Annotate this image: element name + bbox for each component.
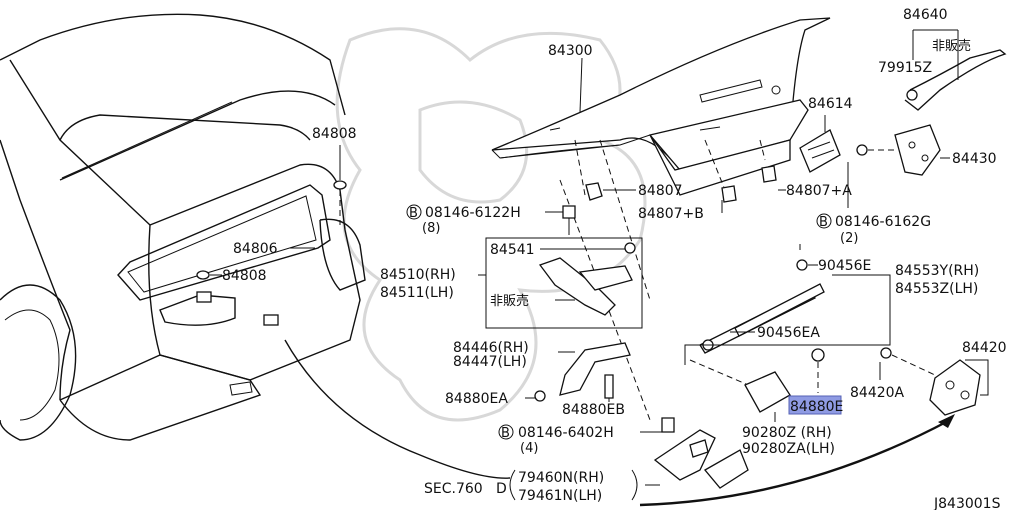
car-body-drawing	[0, 13, 366, 441]
grommet-84808-lower	[196, 270, 210, 280]
label-84430: 84430	[952, 151, 997, 167]
bracket-90280z	[744, 371, 791, 413]
label-84420: 84420	[962, 340, 1007, 356]
label-08146-6402h-qty: (4)	[520, 441, 538, 456]
label-84510: 84510(RH)	[380, 267, 456, 283]
label-84447: 84447(LH)	[453, 354, 527, 370]
label-08146-6122h: 08146-6122H	[425, 205, 521, 221]
label-84880eb: 84880EB	[562, 402, 625, 418]
drawing-code: J843001S	[933, 496, 1001, 510]
label-79460n: 79460N(RH)	[518, 470, 604, 486]
label-84808-lower: 84808	[222, 268, 267, 284]
bolt-prefix-6162g: B	[819, 215, 828, 230]
bolt-84420a	[880, 347, 892, 359]
rod-84640	[904, 49, 1007, 111]
latch-84430	[894, 124, 941, 176]
bumper-84807	[585, 182, 603, 201]
bolt-6122h	[562, 205, 576, 219]
label-84808-upper: 84808	[312, 126, 357, 142]
arrow-car-to-sec	[284, 339, 511, 479]
label-84640: 84640	[903, 7, 948, 23]
label-84300: 84300	[548, 43, 593, 59]
part-84614	[799, 129, 841, 173]
bumper-84807a	[761, 165, 777, 183]
label-84511: 84511(LH)	[380, 285, 454, 301]
label-84553z: 84553Z(LH)	[895, 281, 978, 297]
bolt-prefix-6122h: B	[409, 206, 418, 221]
label-08146-6122h-qty: (8)	[422, 221, 440, 236]
label-sec-760: SEC.760	[424, 481, 483, 497]
bumper-84807b	[721, 185, 737, 203]
label-84420a: 84420A	[850, 385, 905, 401]
label-90456e: 90456E	[818, 258, 871, 274]
label-79915z: 79915Z	[878, 60, 932, 76]
bolt-6402h	[661, 417, 675, 433]
label-84614: 84614	[808, 96, 853, 112]
label-90280z: 90280Z (RH)	[742, 425, 832, 441]
label-84807b: 84807+B	[638, 206, 704, 222]
label-84880e: 84880E	[790, 399, 843, 415]
label-84553y: 84553Y(RH)	[895, 263, 979, 279]
bracket-84446	[559, 342, 631, 396]
clip-84880eb	[604, 374, 614, 399]
bracket-79460n	[653, 429, 716, 481]
label-84541: 84541	[490, 242, 535, 258]
hinge-box	[485, 237, 643, 329]
label-not-sold-top: 非販売	[932, 38, 971, 54]
bolt-prefix-6402h: B	[501, 426, 510, 441]
label-79461n: 79461N(LH)	[518, 488, 602, 504]
hinge-84510	[538, 257, 616, 316]
label-84806: 84806	[233, 241, 278, 257]
label-not-sold-hinge: 非販売	[490, 293, 529, 309]
label-08146-6402h: 08146-6402H	[518, 425, 614, 441]
bolt-84880e	[811, 348, 825, 362]
label-sec-letter: D	[496, 481, 507, 497]
label-84807a: 84807+A	[786, 183, 852, 199]
trunk-lid-84300	[491, 17, 831, 196]
watermark-emblem	[335, 27, 647, 422]
label-84807: 84807	[638, 183, 683, 199]
clip-84880ea	[534, 390, 546, 402]
ballstud-90456e	[796, 259, 808, 271]
label-90456ea: 90456EA	[757, 325, 820, 341]
bolt-84430	[856, 144, 868, 156]
label-90280za: 90280ZA(LH)	[742, 441, 835, 457]
arrow-to-striker	[639, 418, 951, 507]
label-84880ea: 84880EA	[445, 391, 508, 407]
label-84446: 84446(RH)	[453, 340, 529, 356]
label-08146-6162g-qty: (2)	[840, 231, 858, 246]
striker-84420	[929, 359, 981, 416]
highlight-84880e	[788, 395, 842, 415]
label-08146-6162g: 08146-6162G	[835, 214, 931, 230]
grommet-84808-upper	[333, 180, 347, 190]
